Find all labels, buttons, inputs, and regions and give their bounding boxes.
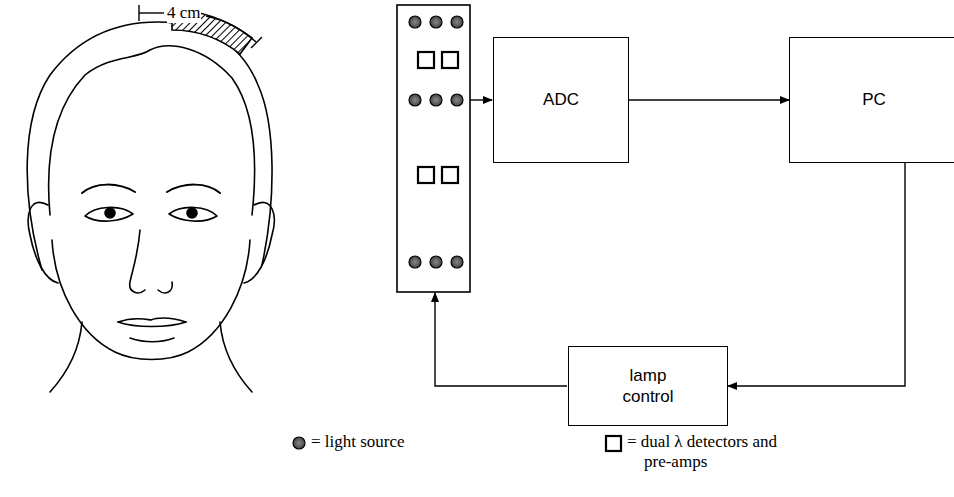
process-box: lamp control	[568, 346, 728, 426]
light-source-symbol	[409, 256, 421, 268]
signal-arrow	[629, 99, 789, 100]
head-drawing	[27, 22, 274, 392]
detector-symbol	[418, 52, 434, 68]
signal-arrow	[728, 163, 905, 386]
process-box: PC	[789, 37, 954, 163]
detector-symbol	[442, 52, 458, 68]
light-source-symbol	[409, 94, 421, 106]
legend-text: = dual λ detectors and pre-amps	[627, 432, 777, 471]
probe-panel	[397, 5, 470, 292]
legend-item: = dual λ detectors and pre-amps	[627, 432, 794, 473]
legend-item: = light source	[311, 432, 528, 452]
light-source-symbol	[451, 94, 463, 106]
legend-text: = light source	[311, 432, 405, 451]
detector-symbol	[606, 436, 621, 451]
panel-elements	[409, 16, 463, 268]
light-source-symbol	[430, 94, 442, 106]
box-label: ADC	[543, 89, 579, 110]
dimension-label: 4 cm	[167, 3, 201, 23]
light-source-symbol	[451, 16, 463, 28]
light-source-symbol	[430, 256, 442, 268]
detector-symbol	[442, 167, 458, 183]
light-source-symbol	[430, 16, 442, 28]
process-box: ADC	[493, 37, 629, 163]
light-source-symbol	[409, 16, 421, 28]
box-label: lamp control	[608, 365, 688, 408]
detector-symbol	[418, 167, 434, 183]
box-label: PC	[862, 89, 886, 110]
light-source-symbol	[451, 256, 463, 268]
light-source-symbol	[293, 437, 305, 449]
